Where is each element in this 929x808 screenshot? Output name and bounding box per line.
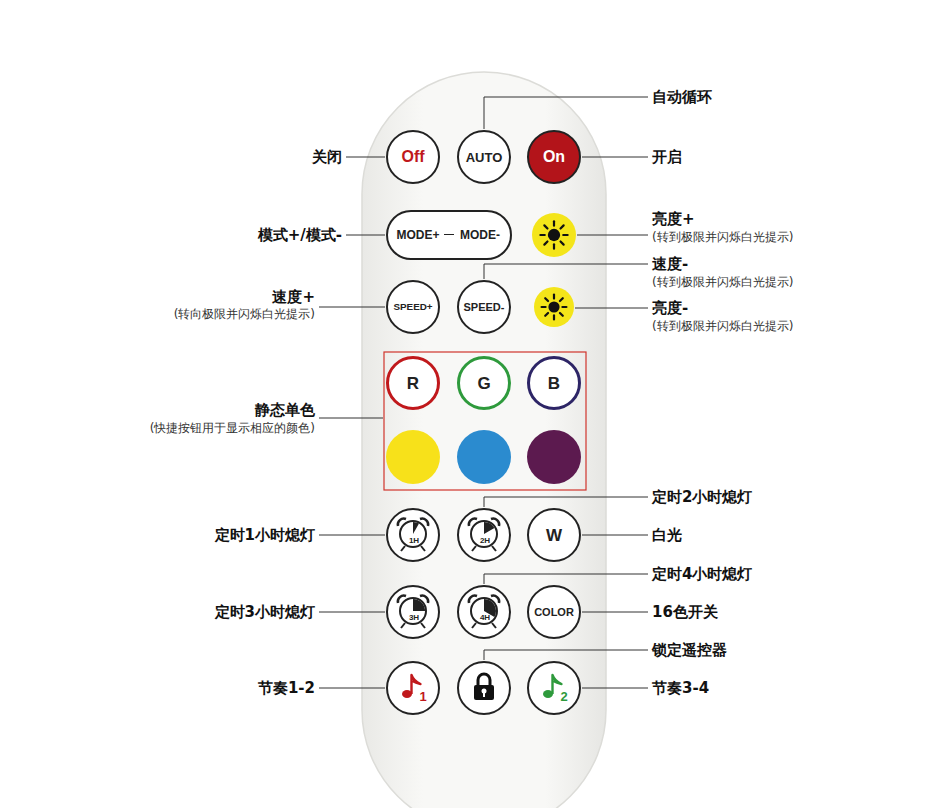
callout-label: 定时3小时熄灯	[215, 604, 315, 621]
callout-label: 节奏1-2	[258, 680, 315, 697]
remote-button: 1	[386, 661, 440, 715]
brightness-button	[534, 287, 574, 327]
callout-label: 锁定遥控器	[652, 642, 727, 659]
button-label: COLOR	[534, 607, 574, 618]
callout-label: 静态单色	[255, 402, 315, 419]
remote-button: 3H	[386, 585, 440, 639]
purple-button	[527, 430, 581, 484]
timer-icon	[457, 585, 511, 639]
callout-note: (转到极限并闪烁白光提示)	[652, 320, 793, 333]
callout-note: (转到极限并闪烁白光提示)	[652, 276, 793, 289]
button-label: MODE+	[396, 229, 439, 241]
timer-icon	[457, 508, 511, 562]
timer-icon	[386, 508, 440, 562]
button-label: MODE-	[460, 229, 500, 241]
timer-icon	[386, 585, 440, 639]
callout-label: 速度-	[652, 256, 688, 273]
callout-label: 亮度+	[652, 211, 695, 228]
remote-button: Off	[386, 130, 440, 184]
remote-button: SPEED-	[457, 280, 511, 334]
button-label: SPEED+	[393, 302, 432, 312]
button-label: AUTO	[466, 151, 503, 164]
remote-body	[362, 72, 606, 808]
callout-label: 速度+	[272, 289, 315, 306]
callout-label: 定时4小时熄灯	[652, 566, 752, 583]
mode-dash	[444, 234, 454, 235]
callout-label: 白光	[652, 527, 682, 544]
static-color-frame	[384, 352, 586, 490]
brightness-button	[532, 213, 576, 257]
callout-note: (快捷按钮用于显示相应的颜色)	[150, 422, 315, 435]
button-label: R	[407, 375, 419, 392]
button-label: 1	[419, 690, 426, 703]
button-label: 3H	[409, 614, 419, 622]
button-label: 4H	[480, 614, 490, 622]
button-label: Off	[401, 149, 424, 165]
button-label: B	[548, 375, 560, 392]
callout-label: 节奏3-4	[652, 680, 709, 697]
button-label: SPEED-	[464, 302, 505, 313]
button-label: On	[543, 149, 565, 165]
button-label: 1H	[409, 537, 419, 545]
callout-label: 亮度-	[652, 300, 688, 317]
rhythm-icon	[386, 661, 440, 715]
remote-button: 4H	[457, 585, 511, 639]
remote-button: 1H	[386, 508, 440, 562]
remote-button: SPEED+	[386, 280, 440, 334]
callout-label: 16色开关	[652, 604, 718, 621]
lock-button	[458, 662, 510, 714]
blue-button	[457, 430, 511, 484]
callout-note: (转向极限并闪烁白光提示)	[174, 308, 315, 321]
button-label: 2H	[480, 537, 490, 545]
remote-button: R	[386, 356, 440, 410]
remote-button: 2	[527, 661, 581, 715]
rhythm-icon	[527, 661, 581, 715]
callout-label: 开启	[652, 149, 682, 166]
remote-button: COLOR	[527, 585, 581, 639]
callout-label: 定时1小时熄灯	[215, 527, 315, 544]
yellow-button	[386, 430, 440, 484]
callout-label: 自动循环	[652, 89, 712, 106]
callout-label: 定时2小时熄灯	[652, 489, 752, 506]
remote-button: B	[527, 356, 581, 410]
leader-lines	[319, 97, 648, 688]
button-label: 2	[560, 690, 567, 703]
callout-label: 模式+/模式-	[258, 227, 342, 244]
remote-button: G	[457, 356, 511, 410]
remote-button: AUTO	[457, 130, 511, 184]
remote-button: On	[527, 130, 581, 184]
mode-button: MODE+ MODE-	[386, 210, 512, 260]
button-label: W	[546, 527, 562, 544]
remote-button: W	[527, 508, 581, 562]
callout-note: (转到极限并闪烁白光提示)	[652, 231, 793, 244]
callout-label: 关闭	[312, 149, 342, 166]
button-label: G	[477, 375, 490, 392]
remote-button: 2H	[457, 508, 511, 562]
